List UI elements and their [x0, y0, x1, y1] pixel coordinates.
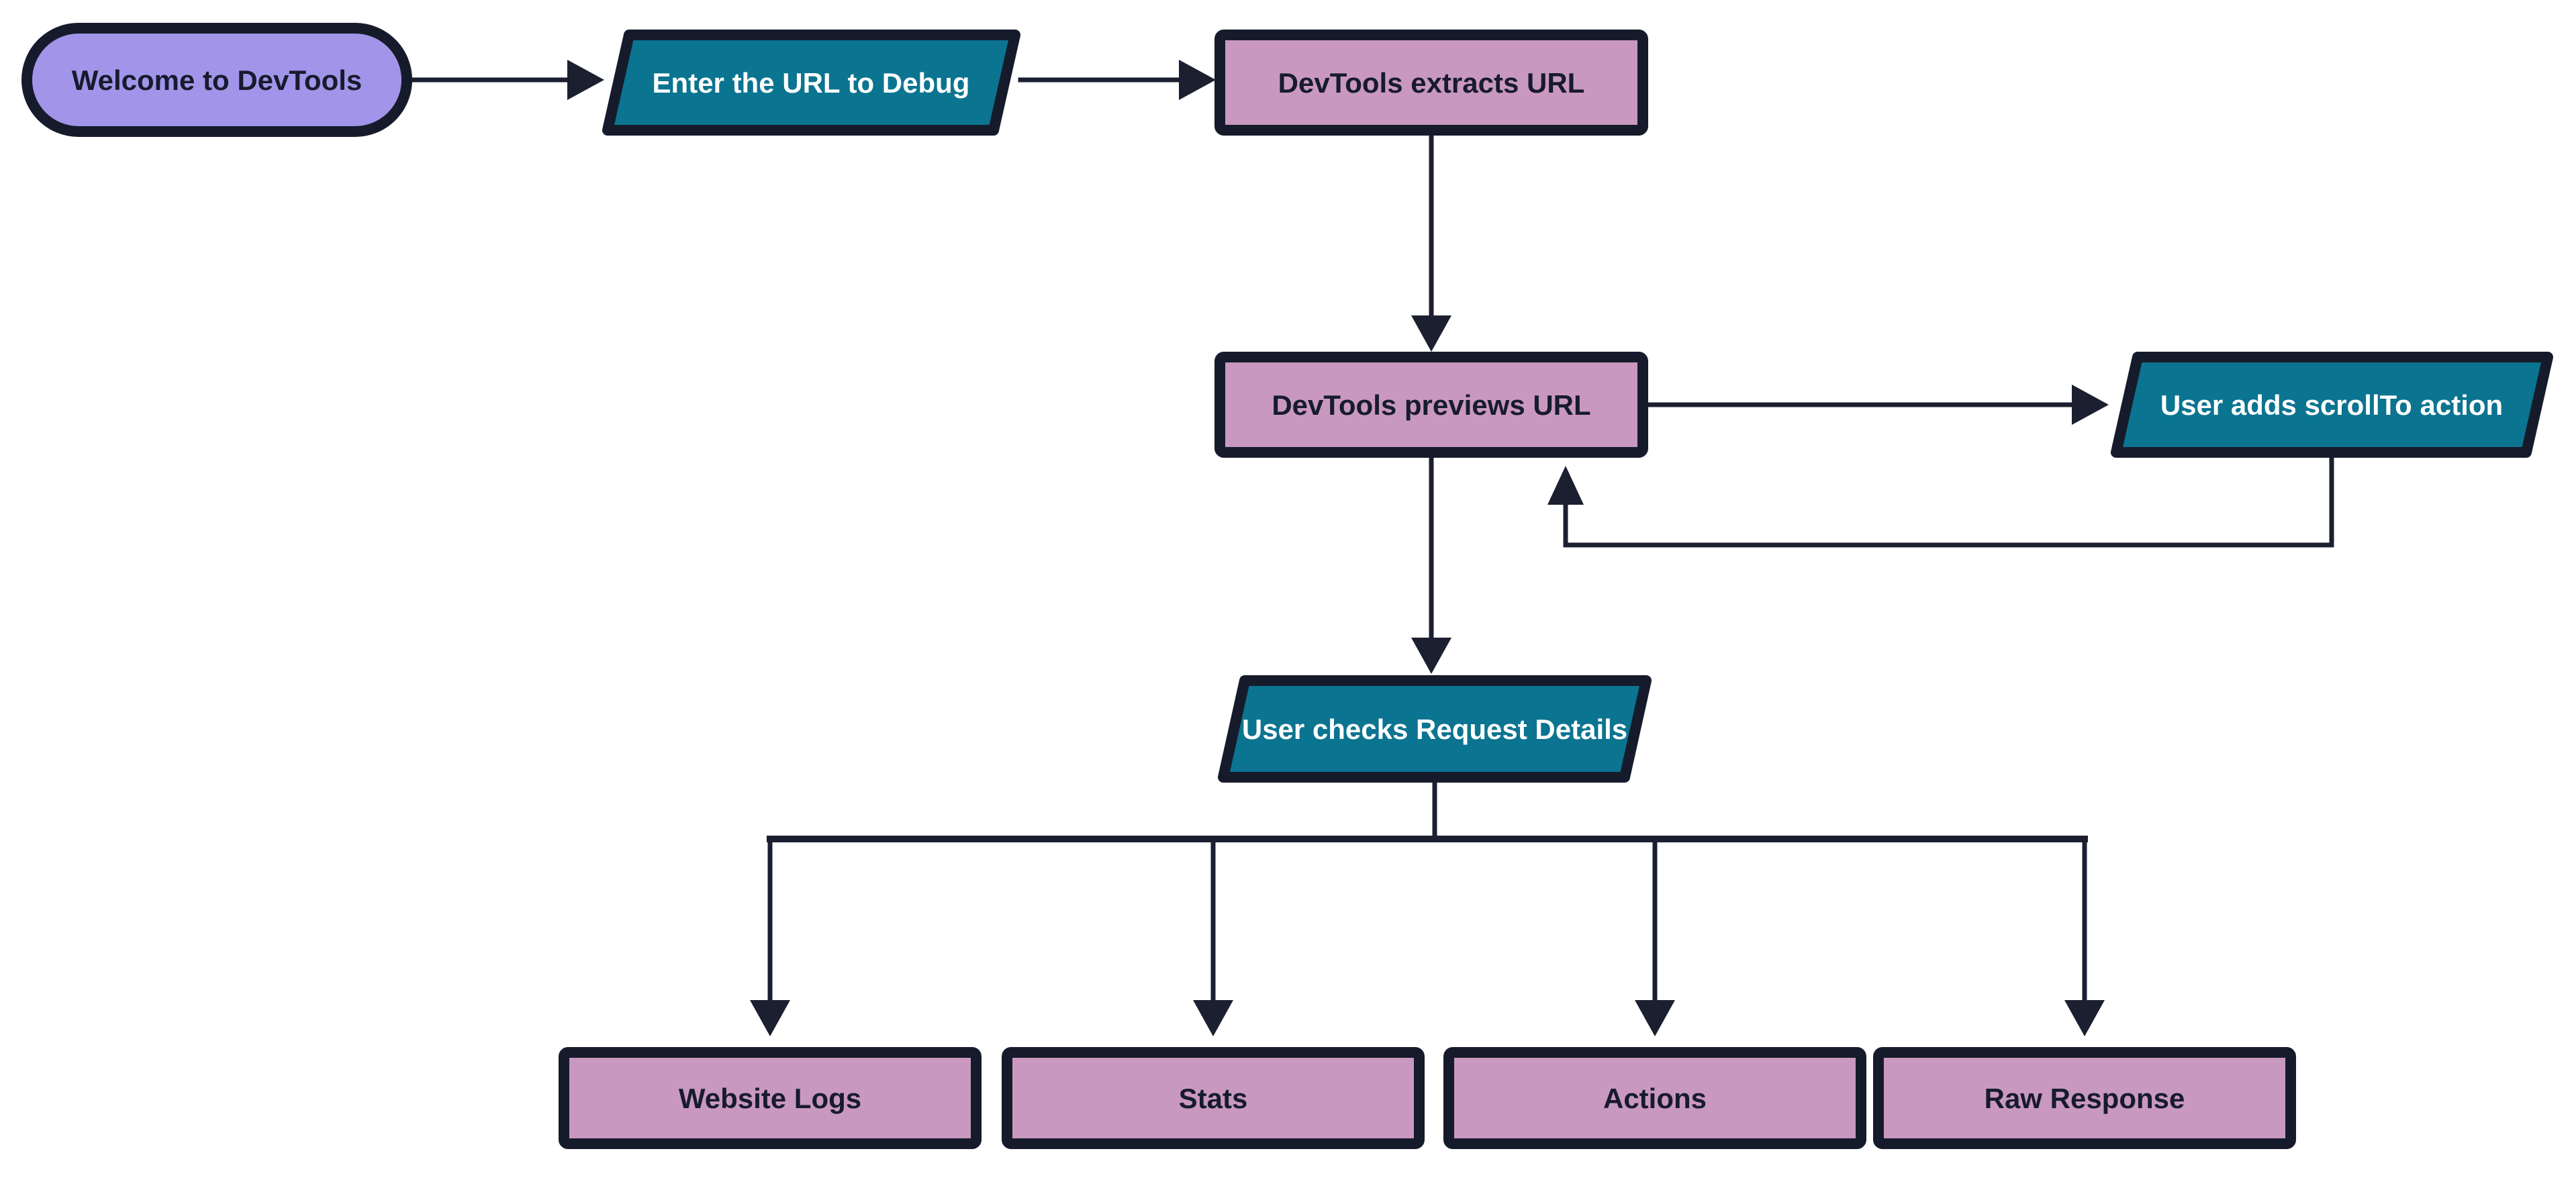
edge-preview-to-scrollto [1645, 385, 2109, 425]
arrowhead-right-icon [2072, 385, 2109, 425]
node-preview: DevTools previews URL [1214, 352, 1648, 458]
arrowhead-down-icon [750, 1000, 790, 1036]
node-actions: Actions [1443, 1047, 1866, 1149]
scrollto-parallelogram-shape [2111, 352, 2553, 458]
enterurl-label: Enter the URL to Debug [653, 67, 970, 99]
arrowhead-right-icon [1179, 60, 1216, 100]
actions-label: Actions [1603, 1083, 1707, 1114]
stats-label: Stats [1179, 1083, 1248, 1114]
edge-details-branches [750, 776, 2105, 1036]
node-details: User checks Request Details [1218, 675, 1652, 783]
logs-label: Website Logs [679, 1083, 861, 1114]
logs-rect-shape [559, 1047, 982, 1149]
node-stats: Stats [1002, 1047, 1425, 1149]
node-logs: Website Logs [559, 1047, 982, 1149]
node-start: Welcome to DevTools [21, 23, 412, 137]
actions-rect-shape [1443, 1047, 1866, 1149]
edge-line [1563, 451, 2334, 548]
extract-rect-shape [1214, 30, 1648, 136]
details-parallelogram-shape [1218, 675, 1652, 783]
raw-label: Raw Response [1985, 1083, 2185, 1114]
arrowhead-down-icon [1411, 638, 1451, 674]
enterurl-parallelogram-shape [602, 30, 1020, 136]
start-label: Welcome to DevTools [72, 64, 363, 96]
extract-label: DevTools extracts URL [1278, 67, 1585, 99]
edge-extract-to-preview [1411, 129, 1451, 352]
raw-rect-shape [1873, 1047, 2296, 1149]
start-stadium-shape [21, 23, 412, 137]
details-label: User checks Request Details [1242, 713, 1627, 745]
node-raw: Raw Response [1873, 1047, 2296, 1149]
node-extract: DevTools extracts URL [1214, 30, 1648, 136]
stats-rect-shape [1002, 1047, 1425, 1149]
preview-rect-shape [1214, 352, 1648, 458]
node-enterurl: Enter the URL to Debug [602, 30, 1020, 136]
preview-label: DevTools previews URL [1272, 389, 1590, 421]
edge-enterurl-to-extract [1018, 60, 1216, 100]
node-scrollto: User adds scrollTo action [2111, 352, 2553, 458]
edge-start-to-enterurl [407, 60, 604, 100]
edge-preview-to-details [1411, 451, 1451, 674]
edge-scrollto-to-preview-loop [1547, 451, 2334, 548]
arrowhead-down-icon [1411, 315, 1451, 352]
arrowhead-down-icon [1635, 1000, 1675, 1036]
arrowhead-up-icon [1547, 466, 1584, 505]
scrollto-label: User adds scrollTo action [2160, 389, 2503, 421]
arrowhead-down-icon [1193, 1000, 1233, 1036]
arrowhead-right-icon [567, 60, 604, 100]
arrowhead-down-icon [2064, 1000, 2105, 1036]
